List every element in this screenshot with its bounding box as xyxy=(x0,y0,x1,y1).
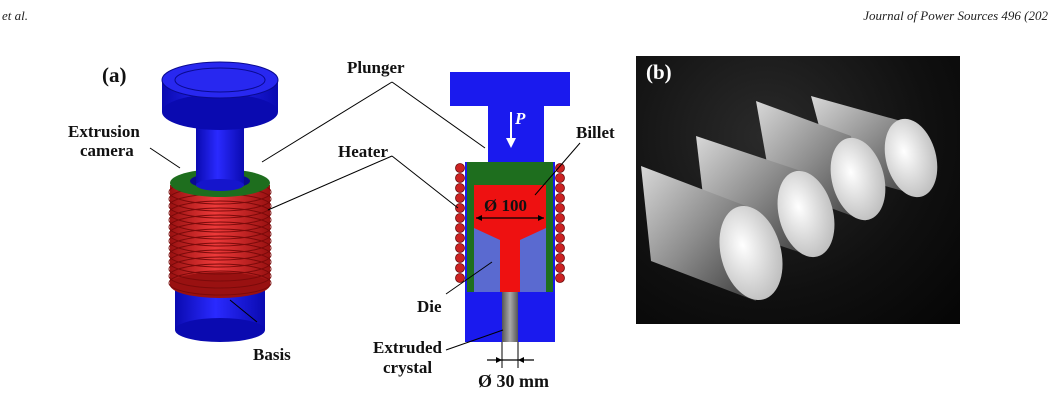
plunger-head-bottom xyxy=(162,94,278,130)
coil-ring xyxy=(168,221,272,247)
leader-extruded xyxy=(445,329,504,351)
leader-heater-section xyxy=(391,155,459,209)
leader-die xyxy=(445,261,493,295)
coil-dot xyxy=(555,273,565,283)
coil-ring xyxy=(168,270,272,296)
cylinder-3 xyxy=(756,101,886,221)
extrusion-schematic xyxy=(149,61,581,368)
coil-dot xyxy=(455,183,465,193)
coil-dot xyxy=(455,223,465,233)
label-output-diameter: Ø 30 mm xyxy=(478,371,549,391)
coil-ring xyxy=(168,263,272,289)
heater-coil-body xyxy=(170,185,270,285)
coil-ring xyxy=(168,228,272,254)
coil-dot xyxy=(555,233,565,243)
coil-ring xyxy=(168,256,272,282)
label-crystal: crystal xyxy=(383,358,433,377)
coil-dot xyxy=(555,263,565,273)
cross-section xyxy=(450,72,570,368)
leader-lines xyxy=(149,81,581,351)
coil-dot xyxy=(555,213,565,223)
coil-ring xyxy=(168,249,272,275)
panel-a-label: (a) xyxy=(102,63,127,87)
leader-heater-3d xyxy=(267,155,393,211)
label-plunger: Plunger xyxy=(347,58,405,77)
coil-ring xyxy=(168,235,272,261)
leader-billet xyxy=(534,142,581,196)
coil-ring xyxy=(168,200,272,226)
plunger-shaft-bottom xyxy=(196,179,244,191)
label-billet-diameter: Ø 100 xyxy=(484,196,527,215)
section-extruded-crystal xyxy=(502,292,518,342)
coil-dot xyxy=(455,253,465,263)
cylinder-1 xyxy=(641,166,783,301)
label-pressure: P xyxy=(515,109,526,128)
coil-ring xyxy=(168,242,272,268)
section-billet xyxy=(474,185,546,292)
plunger-head-top xyxy=(161,61,279,99)
coil-dot xyxy=(455,193,465,203)
coil-dot xyxy=(555,183,565,193)
coil-dot xyxy=(455,203,465,213)
cylinders-illustration xyxy=(641,96,938,301)
label-extruded: Extruded xyxy=(373,338,442,357)
leader-plunger-3d xyxy=(261,81,393,163)
section-heater-coils xyxy=(455,163,565,283)
coil-dot xyxy=(555,243,565,253)
coil-dot xyxy=(555,193,565,203)
leader-basis xyxy=(229,299,258,323)
panel-b-photo: (b) xyxy=(636,56,960,324)
coil-dot xyxy=(555,173,565,183)
coil-dot xyxy=(455,163,465,173)
coil-dot xyxy=(555,203,565,213)
panel-b-label: (b) xyxy=(646,60,672,84)
coil-dot xyxy=(455,263,465,273)
coil-dot xyxy=(455,243,465,253)
leader-camera xyxy=(149,147,181,169)
label-camera: camera xyxy=(80,141,134,160)
coil-dot xyxy=(555,253,565,263)
running-header-journal: Journal of Power Sources 496 (202 xyxy=(863,8,1048,23)
leader-plunger-section xyxy=(391,81,486,149)
section-plunger-head xyxy=(450,72,570,106)
coil-dot xyxy=(455,173,465,183)
label-die: Die xyxy=(417,297,442,316)
heater-coil-rings xyxy=(168,179,272,296)
plunger-head-groove xyxy=(174,67,266,93)
running-header-authors: et al. xyxy=(2,8,28,23)
coil-dot xyxy=(455,213,465,223)
coil-dot xyxy=(455,273,465,283)
heater-coil-bottom xyxy=(170,272,270,298)
label-basis: Basis xyxy=(253,345,291,364)
coil-ring xyxy=(168,214,272,240)
basis-bottom xyxy=(175,318,265,342)
coil-dot xyxy=(555,223,565,233)
section-plunger-stem xyxy=(488,106,544,162)
label-heater: Heater xyxy=(338,142,389,161)
label-billet: Billet xyxy=(576,123,615,142)
assembly-3d xyxy=(161,61,279,342)
coil-dot xyxy=(455,233,465,243)
label-extrusion: Extrusion xyxy=(68,122,140,141)
coil-dot xyxy=(555,163,565,173)
coil-ring xyxy=(168,207,272,233)
